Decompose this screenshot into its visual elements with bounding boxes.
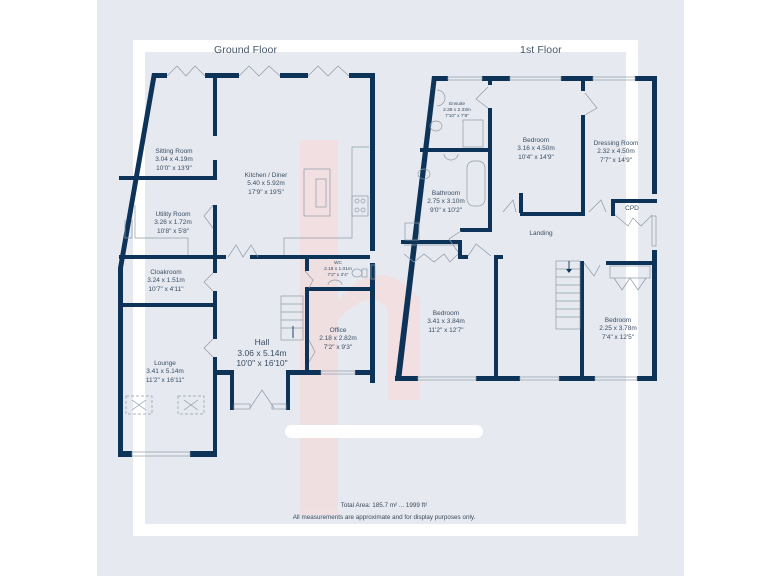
room-bedroom-2: Bedroom 3.41 x 3.84m 11'2" x 12'7" [427, 310, 465, 334]
ground-floor-fixtures [124, 65, 376, 457]
total-area-text: Total Area: 185.7 m² ... 1999 ft² [340, 502, 428, 509]
first-floor-walls [395, 76, 657, 381]
room-bathroom: Bathroom 2.75 x 3.10m 9'0" x 10'2" [427, 190, 465, 214]
disclaimer-text: All measurements are approximate and for… [292, 514, 476, 521]
ground-floor-title: Ground Floor [214, 44, 278, 56]
room-bedroom-1: Bedroom 3.16 x 4.50m 10'4" x 14'9" [517, 137, 555, 161]
room-landing: Landing [529, 230, 553, 237]
room-cloakroom: Cloakroom 3.24 x 1.51m 10'7" x 4'11" [147, 269, 185, 293]
room-wc: WC 2.18 x 1.01m 7'2" x 3'4" [324, 261, 352, 278]
room-ensuite: Ensuite 2.39 x 2.33m 7'10" x 7'8" [443, 102, 471, 119]
first-floor-fixtures [403, 76, 657, 381]
plan-frame [133, 40, 638, 536]
room-bedroom-3: Bedroom 2.25 x 3.78m 7'4" x 12'5" [599, 317, 637, 341]
room-sitting-room: Sitting Room 3.04 x 4.19m 10'0" x 13'9" [155, 148, 193, 172]
room-cpd: CPD [625, 205, 639, 212]
room-dressing-room: Dressing Room 2.32 x 4.50m 7'7" x 14'9" [593, 140, 639, 164]
room-hall: Hall 3.06 x 5.14m 10'0" x 16'10" [236, 337, 288, 368]
first-floor-title: 1st Floor [520, 44, 562, 56]
room-office: Office 2.18 x 2.82m 7'2" x 9'3" [319, 327, 357, 351]
scale-bar-pill [285, 425, 483, 438]
ground-floor-walls [118, 73, 375, 457]
room-utility-room: Utility Room 3.26 x 1.72m 10'8" x 5'8" [154, 211, 192, 235]
room-lounge: Lounge 3.41 x 5.14m 11'2" x 16'11" [145, 360, 185, 384]
room-kitchen-diner: Kitchen / Diner 5.40 x 5.92m 17'9" x 19'… [244, 172, 288, 196]
